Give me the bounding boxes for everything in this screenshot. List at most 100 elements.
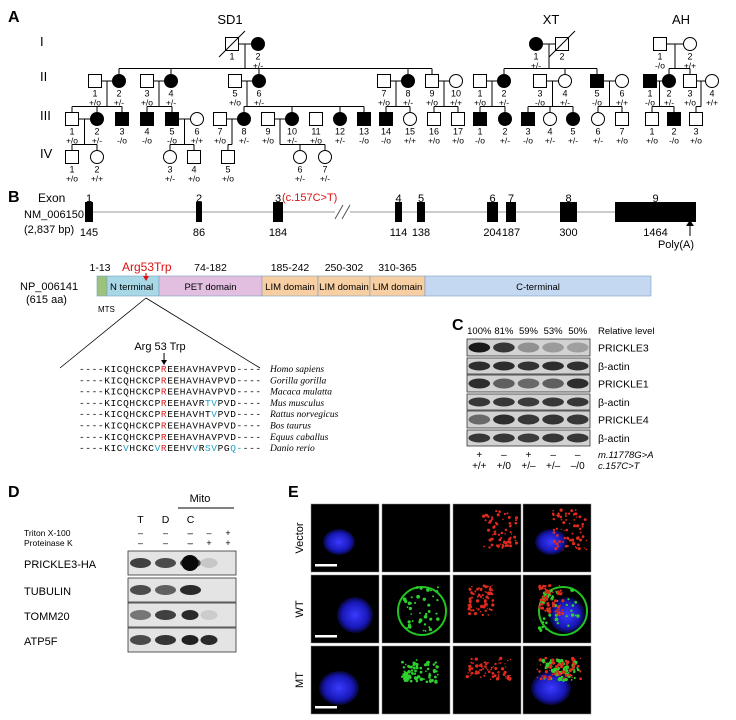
- green-speckle: [409, 679, 413, 683]
- green-speckle: [559, 676, 563, 680]
- alignment-residue: -: [85, 421, 91, 432]
- red-speckle: [579, 538, 583, 542]
- red-speckle: [585, 548, 588, 551]
- pedigree-xt-II-2-genotype: +/-: [499, 98, 509, 108]
- alignment-residue: H: [129, 421, 135, 432]
- red-speckle: [480, 663, 483, 666]
- pedigree-sd1-II-8-female-symbol: [401, 74, 415, 88]
- treatment-value: –: [163, 538, 168, 548]
- pedigree-sd1-III-10-genotype: +/-: [287, 136, 297, 146]
- alignment-residue: H: [180, 443, 186, 454]
- red-speckle: [486, 605, 488, 607]
- alignment-residue: I: [111, 364, 117, 375]
- red-speckle: [553, 599, 558, 603]
- red-speckle: [490, 666, 493, 669]
- alignment-residue: -: [237, 443, 243, 454]
- scale-bar: [315, 564, 337, 567]
- panel-label-c: C: [452, 317, 464, 334]
- green-speckle: [424, 629, 427, 632]
- alignment-residue: Q: [123, 387, 129, 398]
- alignment-residue: H: [199, 364, 205, 375]
- pedigree-sd1-IV-3-female-symbol: [163, 150, 177, 164]
- red-speckle: [560, 663, 563, 666]
- red-speckle: [514, 521, 518, 525]
- red-speckle: [474, 672, 478, 675]
- red-speckle: [508, 521, 512, 525]
- blot-c-band: [566, 414, 589, 425]
- red-speckle: [485, 662, 488, 666]
- red-speckle: [468, 612, 472, 616]
- red-speckle: [486, 585, 489, 588]
- red-speckle: [556, 513, 560, 517]
- alignment-residue: C: [148, 432, 154, 443]
- red-speckle: [487, 661, 489, 664]
- red-speckle: [562, 670, 567, 674]
- red-speckle: [556, 545, 560, 548]
- alignment-residue: -: [92, 398, 98, 409]
- red-speckle: [486, 669, 489, 671]
- green-speckle: [545, 621, 548, 625]
- red-speckle: [499, 543, 502, 545]
- red-speckle: [549, 607, 552, 609]
- red-speckle: [509, 658, 512, 661]
- exon-9-number: 9: [652, 193, 658, 205]
- red-speckle: [483, 545, 486, 548]
- exon-4-block: [395, 202, 402, 222]
- pedigree-sd1-III-17-genotype: +/o: [452, 136, 464, 146]
- micrograph-vector-merge: [522, 503, 592, 573]
- red-speckle: [502, 518, 504, 521]
- alignment-residue: D: [230, 364, 236, 375]
- exon-label: Exon: [38, 191, 65, 205]
- alignment-sequence: ----KICQHCKCPREEHAVHAVPVD----: [79, 421, 261, 432]
- pedigree-sd1-II-4-number: 4: [168, 89, 173, 99]
- pedigree-sd1-III-8-female-symbol: [237, 112, 251, 126]
- pedigree-sd1-IV-2-genotype: +/+: [91, 174, 103, 184]
- pedigree-xt-III-2-number: 2: [502, 127, 507, 137]
- alignment-residue: H: [129, 387, 135, 398]
- protein-id: NP_006141: [20, 281, 78, 293]
- alignment-residue: -: [237, 421, 243, 432]
- red-speckle: [554, 590, 557, 592]
- alignment-row: ----KICQHCKCPREEHAVHAVPVD----Macaca mula…: [79, 387, 332, 398]
- red-speckle: [575, 516, 578, 518]
- green-speckle: [556, 622, 560, 625]
- protein-domain-0: [96, 275, 108, 297]
- genotype-value: +/–: [521, 461, 536, 472]
- red-speckle: [542, 584, 545, 588]
- alignment-residue: -: [255, 387, 261, 398]
- protein-structure: NP_006141 (615 aa) Arg53Trp MTS 1-13N te…: [20, 260, 652, 369]
- alignment-residue: -: [98, 443, 104, 454]
- alignment-residue: H: [199, 409, 205, 420]
- micrograph-mt-uqcrc2: [452, 645, 522, 715]
- blot-c-band: [468, 361, 491, 371]
- pedigree-sd1-III-3-number: 3: [119, 127, 124, 137]
- red-speckle: [470, 609, 473, 612]
- red-speckle: [559, 508, 563, 512]
- green-speckle: [567, 671, 570, 674]
- red-speckle: [498, 659, 500, 661]
- blot-c-band: [468, 397, 491, 407]
- blot-d-band: [155, 585, 176, 595]
- protein-domain-3-label: LIM domain: [265, 282, 315, 293]
- pedigree-sd1-III-10-number: 10: [287, 127, 297, 137]
- blot-c-band: [542, 342, 564, 353]
- alignment-row: ----KICVHCKCVREEHVVRSVPGQ----Danio rerio: [79, 443, 315, 454]
- alignment-residue: V: [211, 375, 217, 386]
- pedigree-xt-II-5-genotype: -/o: [592, 98, 602, 108]
- pedigree-xt-III-6-genotype: +/-: [593, 136, 603, 146]
- red-speckle: [544, 670, 548, 674]
- blot-d-band: [130, 585, 151, 595]
- pedigree-sd1-IV-7-female-symbol: [318, 150, 332, 164]
- red-speckle: [499, 662, 502, 664]
- alignment-residue: -: [255, 421, 261, 432]
- green-speckle: [410, 669, 414, 672]
- alignment-residue: -: [79, 364, 85, 375]
- pedigree-ah-II-2-female-symbol: [662, 74, 676, 88]
- green-speckle: [567, 598, 570, 601]
- alignment-residue: -: [92, 409, 98, 420]
- red-speckle: [564, 673, 568, 677]
- pedigree-sd1-II-5-male-symbol: [228, 74, 242, 88]
- nucleus-stain: [323, 529, 355, 555]
- treatment-value: –: [188, 528, 193, 538]
